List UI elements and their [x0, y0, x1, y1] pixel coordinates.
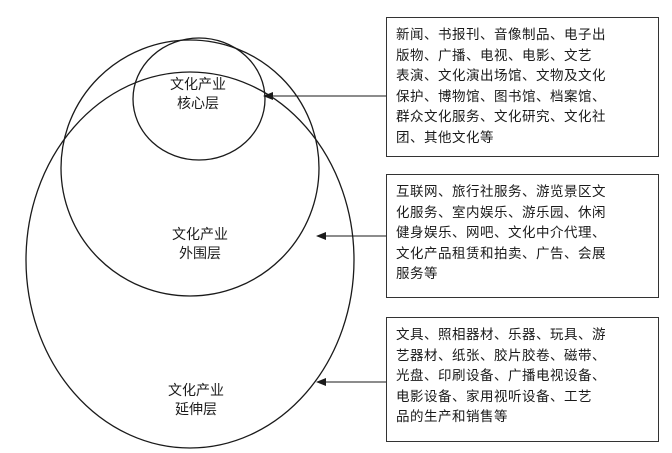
core-description-box: 新闻、书报刊、音像制品、电子出 版物、广播、电视、电影、文艺 表演、文化演出场馆…	[386, 17, 659, 157]
extended-description-box: 文具、照相器材、乐器、玩具、游 艺器材、纸张、胶片胶卷、磁带、 光盘、印刷设备、…	[386, 317, 659, 442]
extended-layer-label: 文化产业 延伸层	[168, 383, 224, 418]
extended-layer-ellipse	[25, 71, 355, 449]
core-layer-label: 文化产业 核心层	[170, 77, 226, 112]
peripheral-description-box: 互联网、旅行社服务、游览景区文 化服务、室内娱乐、游乐园、休闲 健身娱乐、网吧、…	[386, 174, 659, 298]
peripheral-layer-label: 文化产业 外围层	[172, 227, 228, 262]
peripheral-layer-ellipse	[60, 39, 320, 297]
